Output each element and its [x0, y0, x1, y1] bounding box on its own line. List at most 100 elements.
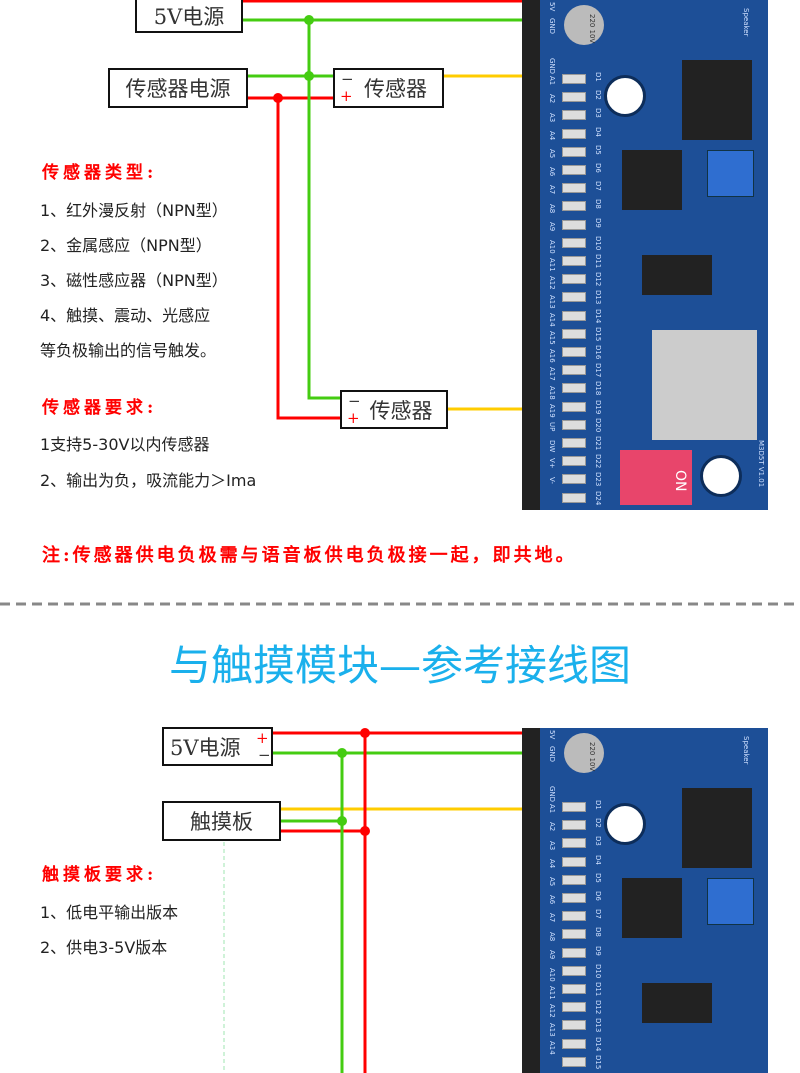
led-label: D21: [594, 436, 602, 451]
pin-label: A3: [548, 840, 556, 850]
led-resistor: [562, 92, 586, 103]
mount-hole: [604, 75, 646, 117]
minus-sign: −: [341, 70, 354, 88]
pin-label: A19: [548, 403, 556, 418]
led-resistor: [562, 456, 586, 467]
pin-label: GND: [548, 58, 556, 75]
led-label: D19: [594, 399, 602, 414]
pin-label: V+: [548, 458, 556, 470]
led-label: D3: [594, 108, 602, 119]
led-label: D8: [594, 927, 602, 938]
led-resistor: [562, 365, 586, 376]
sensor-power-box: 传感器电源: [108, 68, 248, 108]
audio-jack: [682, 60, 752, 140]
led-resistor: [562, 929, 586, 940]
amp-chip: [642, 983, 712, 1023]
led-label: D10: [594, 235, 602, 251]
note: 注:传感器供电负极需与语音板供电负极接一起，即共地。: [42, 545, 577, 566]
pin-label: A2: [548, 94, 556, 104]
led-label: D1: [594, 800, 602, 810]
led-label: D7: [594, 181, 602, 192]
pin-label: A4: [548, 130, 556, 141]
junction: [304, 15, 314, 25]
touch-req: 1、低电平输出版本: [40, 903, 179, 922]
led-resistor: [562, 1020, 586, 1031]
capacitor: [564, 733, 604, 773]
pin-label: A7: [548, 913, 556, 923]
capacitor-label: 220 10V: [588, 14, 596, 44]
label: 传感器: [369, 398, 433, 423]
pin-label: A6: [548, 167, 556, 177]
sensor-req: 1支持5-30V以内传感器: [40, 435, 210, 454]
dip-label: ON: [672, 470, 688, 492]
pin-label: A10: [548, 968, 556, 982]
led-resistor: [562, 183, 586, 194]
label: 传感器: [364, 77, 427, 101]
led-label: D15: [594, 326, 602, 342]
led-resistor: [562, 492, 586, 503]
led-label: D10: [594, 963, 602, 979]
pin-label: 5V: [548, 730, 556, 740]
junction: [273, 93, 283, 103]
led-label: D11: [594, 254, 602, 269]
pin-label: A8: [548, 931, 556, 941]
led-label: D8: [594, 199, 602, 210]
led-resistor: [562, 965, 586, 976]
led-label: D23: [594, 472, 602, 487]
led-label: D4: [594, 126, 602, 137]
led-label: D12: [594, 272, 602, 287]
junction: [304, 71, 314, 81]
led-label: D14: [594, 308, 602, 323]
pin-label: GND: [548, 786, 556, 803]
led-label: D2: [594, 818, 602, 829]
led-resistor: [562, 274, 586, 285]
sd-slot: [652, 330, 757, 440]
led-label: D13: [594, 290, 602, 305]
pin-label: A9: [548, 221, 556, 232]
led-resistor: [562, 1056, 586, 1067]
minus-sign: −: [258, 746, 271, 764]
pin-label: A10: [548, 240, 556, 254]
pin-label: A5: [548, 877, 556, 887]
sensor-type: 2、金属感应（NPN型）: [40, 236, 212, 255]
led-label: D9: [594, 217, 602, 228]
label: 传感器电源: [125, 77, 231, 101]
led-resistor: [562, 947, 586, 958]
led-resistor: [562, 128, 586, 139]
led-resistor: [562, 1038, 586, 1049]
led-resistor: [562, 110, 586, 121]
led-resistor: [562, 1002, 586, 1013]
dip-switch: [620, 450, 692, 505]
sensor-req: 2、输出为负，吸流能力＞Ima: [40, 471, 257, 490]
led-resistor: [562, 347, 586, 357]
pin-label: V-: [548, 476, 556, 484]
led-label: D4: [594, 854, 602, 865]
sensor-type: 4、触摸、震动、光感应: [40, 306, 211, 325]
led-label: D12: [594, 1000, 602, 1015]
led-label: D6: [594, 163, 602, 173]
led-label: D15: [594, 1054, 602, 1070]
wire-gnd-common: [307, 20, 340, 400]
led-resistor: [562, 856, 586, 867]
led-resistor: [562, 984, 586, 994]
sensor-type: 3、磁性感应器（NPN型）: [40, 271, 228, 290]
potentiometer: [707, 150, 754, 197]
pin-label: A3: [548, 112, 556, 122]
pin-label: A1: [548, 76, 556, 86]
pin-label: A17: [548, 367, 556, 382]
led-resistor: [562, 310, 586, 321]
power-5v-box: 5V电源 + −: [162, 727, 273, 766]
pin-label: A14: [548, 312, 556, 327]
pin-label: A5: [548, 149, 556, 159]
led-resistor: [562, 820, 586, 831]
label: 5V电源: [153, 4, 225, 29]
led-resistor: [562, 146, 586, 157]
section-title: 与触摸模块—参考接线图: [168, 641, 631, 690]
sensor-box: − + 传感器: [340, 390, 448, 429]
pin-label: A6: [548, 895, 556, 905]
capacitor: [564, 5, 604, 45]
pin-label: UP: [548, 422, 556, 432]
led-resistor: [562, 911, 586, 922]
